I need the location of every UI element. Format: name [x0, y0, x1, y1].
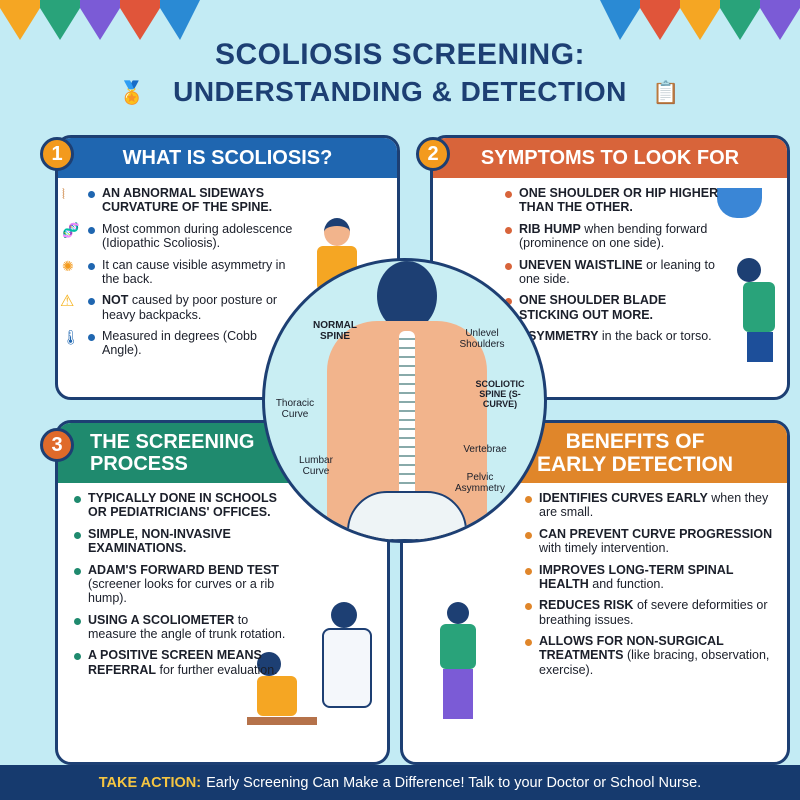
hip-illustration — [717, 188, 762, 218]
panel-3-number: 3 — [40, 428, 74, 462]
page-subtitle: UNDERSTANDING & DETECTION — [173, 76, 627, 107]
award-ribbon-icon: 🏅 — [118, 80, 146, 105]
footer-highlight: TAKE ACTION: — [98, 774, 202, 791]
bending-child-illustration — [737, 258, 777, 388]
list-item: ONE SHOULDER OR HIP HIGHER THAN THE OTHE… — [503, 186, 723, 215]
list-item: REDUCES RISK of severe deformities or br… — [523, 598, 773, 627]
list-item: ASYMMETRY in the back or torso. — [503, 329, 723, 343]
list-item: ONE SHOULDER BLADE STICKING OUT MORE. — [503, 293, 723, 322]
label-scoliotic-spine: SCOLIOTIC SPINE (S-CURVE) — [475, 379, 525, 409]
list-item: IDENTIFIES CURVES EARLY when they are sm… — [523, 491, 773, 520]
list-item: SIMPLE, NON-INVASIVE EXAMINATIONS. — [72, 527, 293, 556]
spine-diagram — [262, 258, 547, 543]
bunting-right — [600, 0, 800, 40]
list-item: 🧬Most common during adolescence (Idiopat… — [62, 221, 293, 251]
thermometer-icon: 🌡 — [62, 329, 80, 345]
doctor-examining-child-illustration — [247, 602, 377, 752]
list-item: 🌡Measured in degrees (Cobb Angle). — [62, 329, 293, 358]
spine-icon: ⦚ — [62, 186, 65, 202]
label-lumbar-curve: Lumbar Curve — [299, 455, 333, 477]
label-pelvic-asymmetry: Pelvic Asymmetry — [455, 472, 505, 494]
bunting-left — [0, 0, 200, 40]
page-title: SCOLIOSIS SCREENING: — [214, 38, 586, 71]
spine-column — [399, 331, 415, 511]
pain-icon: ✺ — [62, 257, 74, 274]
label-thoracic-curve: Thoracic Curve — [275, 398, 315, 420]
active-person-illustration — [433, 602, 483, 742]
panel-1-number: 1 — [40, 137, 74, 171]
list-item: A POSITIVE SCREEN MEANS REFERRAL for fur… — [72, 648, 293, 677]
label-normal-spine: NORMAL SPINE — [313, 320, 357, 342]
list-item: CAN PREVENT CURVE PROGRESSION with timel… — [523, 527, 773, 556]
footer-call-to-action: TAKE ACTION: Early Screening Can Make a … — [0, 765, 800, 800]
list-item: UNEVEN WAISTLINE or leaning to one side. — [503, 258, 723, 287]
footer-text: Early Screening Can Make a Difference! T… — [206, 774, 702, 791]
list-item: ⚠NOT caused by poor posture or heavy bac… — [60, 293, 293, 322]
panel-what-is-scoliosis: WHAT IS SCOLIOSIS? ⦚AN ABNORMAL SIDEWAYS… — [55, 135, 400, 400]
list-item: ⦚AN ABNORMAL SIDEWAYS CURVATURE OF THE S… — [62, 186, 293, 215]
list-item: TYPICALLY DONE IN SCHOOLS OR PEDIATRICIA… — [72, 491, 293, 520]
list-item: ✺It can cause visible asymmetry in the b… — [62, 258, 293, 287]
list-item: USING A SCOLIOMETER to measure the angle… — [72, 613, 293, 642]
label-vertebrae: Vertebrae — [463, 444, 507, 455]
list-item: IMPROVES LONG-TERM SPINAL HEALTH and fun… — [523, 563, 773, 592]
list-item: RIB HUMP when bending forward (prominenc… — [503, 222, 723, 251]
list-item: ALLOWS FOR NON-SURGICAL TREATMENTS (like… — [523, 634, 773, 677]
warning-icon: ⚠ — [60, 293, 75, 311]
dna-icon: 🧬 — [62, 221, 80, 238]
label-unlevel-shoulders: Unlevel Shoulders — [459, 328, 505, 350]
panel-1-header: WHAT IS SCOLIOSIS? — [58, 138, 397, 178]
list-item: ADAM'S FORWARD BEND TEST (screener looks… — [72, 563, 293, 606]
panel-2-header: SYMPTOMS TO LOOK FOR — [433, 138, 787, 178]
pelvis — [347, 491, 467, 540]
clipboard-checklist-icon: 📋 — [652, 80, 680, 105]
head — [377, 261, 437, 331]
panel-2-number: 2 — [416, 137, 450, 171]
